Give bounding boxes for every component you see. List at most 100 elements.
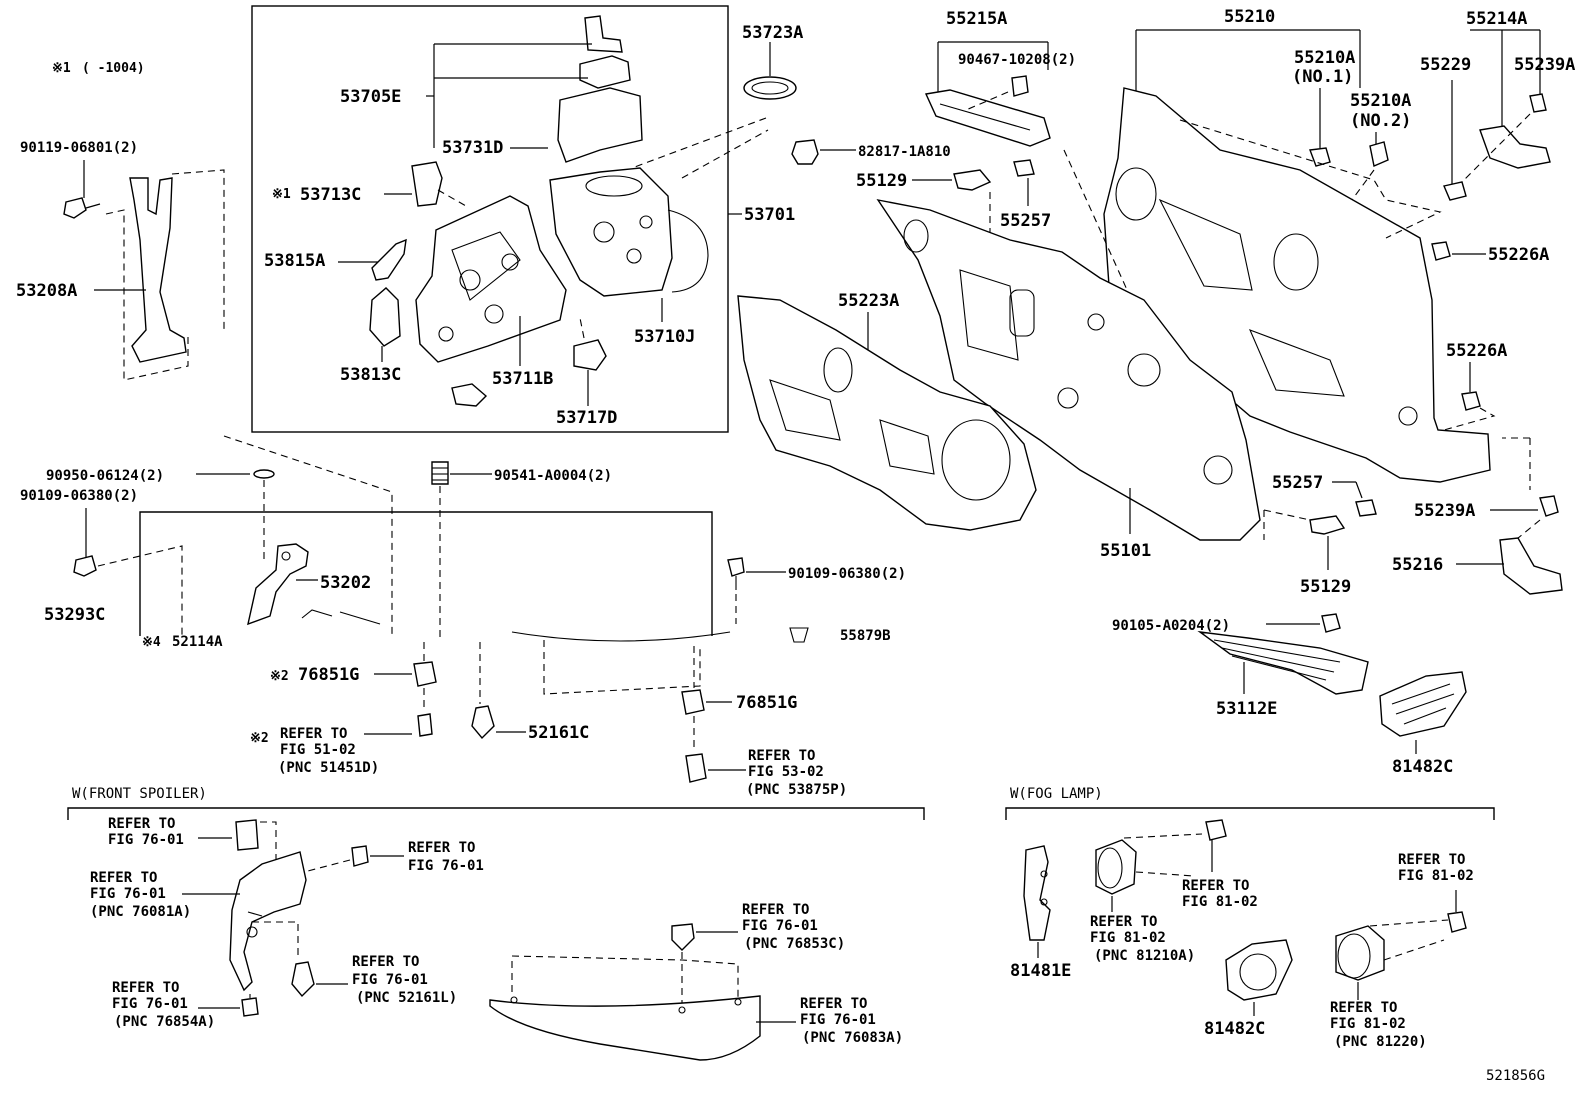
insulator-55223A xyxy=(737,295,1037,531)
screw-55210A-2 xyxy=(1369,141,1389,167)
label-90541: 90541-A0004(2) xyxy=(494,468,612,484)
refer-fl-b-line1: REFER TO xyxy=(1090,914,1157,930)
refer-fs-f-line3: (PNC 76853C) xyxy=(744,936,845,952)
bracket-53717D xyxy=(573,339,607,371)
label-55226A-1: 55226A xyxy=(1488,245,1549,265)
bracket-55216 xyxy=(1499,537,1563,595)
fog-lamp-frame xyxy=(1005,807,1495,820)
label-53112E: 53112E xyxy=(1216,699,1277,719)
bolt-90109-a xyxy=(73,555,97,577)
refer-fs-c-line3: (PNC 76081A) xyxy=(90,904,191,920)
clip-76851G-2 xyxy=(681,689,705,715)
gasket-53723A xyxy=(743,76,797,100)
clip-55257-a xyxy=(1013,159,1035,177)
label-90119: 90119-06801(2) xyxy=(20,140,138,156)
screw-55210A-1 xyxy=(1309,147,1331,167)
label-55223A: 55223A xyxy=(838,291,899,311)
bezel-81482C-2 xyxy=(1225,939,1293,1001)
brace-53208A xyxy=(129,177,187,363)
bumper-reinforcement-lower xyxy=(511,631,731,642)
label-55210A-2-no: (NO.2) xyxy=(1350,111,1411,131)
bolt-90119 xyxy=(63,197,87,219)
grommet-82817 xyxy=(791,139,819,165)
refer-fl-b-line3: (PNC 81210A) xyxy=(1094,948,1195,964)
label-53705E: 53705E xyxy=(340,87,401,107)
refer-fl-d-line2: FIG 81-02 xyxy=(1330,1016,1406,1032)
label-55101: 55101 xyxy=(1100,541,1151,561)
refer-fs-d-line2: FIG 76-01 xyxy=(112,996,188,1012)
bracket-55214A xyxy=(1479,125,1551,169)
label-53701: 53701 xyxy=(744,205,795,225)
label-81482C-2: 81482C xyxy=(1204,1019,1265,1039)
label-53293C: 53293C xyxy=(44,605,105,625)
label-53813C: 53813C xyxy=(340,365,401,385)
refer-fs-e-line2: FIG 76-01 xyxy=(352,972,428,988)
label-90109-b: 90109-06380(2) xyxy=(788,566,906,582)
refer-53-line2: FIG 53-02 xyxy=(748,764,824,780)
label-76851G-2: 76851G xyxy=(736,693,797,713)
grille-cover-81482C-1 xyxy=(1379,671,1467,737)
refer-fs-g-line1: REFER TO xyxy=(800,996,867,1012)
bracket-53202 xyxy=(247,543,309,626)
fog-lamp-fl-d xyxy=(1335,925,1385,981)
refer-fs-c-line1: REFER TO xyxy=(90,870,157,886)
label-55215A: 55215A xyxy=(946,9,1007,29)
label-55129-a: 55129 xyxy=(856,171,907,191)
label-52114A: 52114A xyxy=(172,634,223,650)
label-81482C-1: 81482C xyxy=(1392,757,1453,777)
refer-fs-a-line2: FIG 76-01 xyxy=(108,832,184,848)
clip-90467 xyxy=(1011,75,1029,97)
nut-90541 xyxy=(431,461,449,485)
refer-fs-e-line1: REFER TO xyxy=(352,954,419,970)
diagram-id: 521856G xyxy=(1486,1068,1545,1084)
marker-1-range: ( -1004) xyxy=(82,61,145,76)
label-55216: 55216 xyxy=(1392,555,1443,575)
label-90105: 90105-A0204(2) xyxy=(1112,618,1230,634)
label-81481E: 81481E xyxy=(1010,961,1071,981)
dash-panel-55101 xyxy=(876,198,1261,541)
refer-51-line1: REFER TO xyxy=(280,726,347,742)
label-55214A: 55214A xyxy=(1466,9,1527,29)
refer-fs-f-line2: FIG 76-01 xyxy=(742,918,818,934)
refer-fs-d-line1: REFER TO xyxy=(112,980,179,996)
refer-fs-c-line2: FIG 76-01 xyxy=(90,886,166,902)
bumper-reinforcement-frame xyxy=(139,511,713,636)
apron-assembly-frame xyxy=(251,5,729,433)
bracket-53815A xyxy=(371,238,407,281)
bracket-53705E-top xyxy=(584,15,623,53)
refer-fl-c-line2: FIG 81-02 xyxy=(1398,868,1474,884)
label-82817: 82817-1A810 xyxy=(858,144,951,160)
clip-76851G-1 xyxy=(413,661,437,687)
label-55129-b: 55129 xyxy=(1300,577,1351,597)
label-55210A-2: 55210A xyxy=(1350,91,1411,111)
label-53711B: 53711B xyxy=(492,369,553,389)
spoiler-center-fs xyxy=(489,995,761,1061)
refer-fs-b-line2: FIG 76-01 xyxy=(408,858,484,874)
bolt-fl-a xyxy=(1205,819,1227,841)
bolt-fl-c xyxy=(1447,911,1467,933)
clip-fs-a xyxy=(235,819,259,851)
grille-53112E xyxy=(1197,630,1369,695)
label-53717D: 53717D xyxy=(556,408,617,428)
label-55879: 55879B xyxy=(840,628,891,644)
label-53713C: 53713C xyxy=(300,185,361,205)
clip-55239A-1 xyxy=(1529,93,1547,113)
apron-53711B xyxy=(415,195,567,363)
label-55210A-1-no: (NO.1) xyxy=(1292,67,1353,87)
refer-fl-b-line2: FIG 81-02 xyxy=(1090,930,1166,946)
label-55257-a: 55257 xyxy=(1000,211,1051,231)
refer-fs-g-line2: FIG 76-01 xyxy=(800,1012,876,1028)
bracket-81481E xyxy=(1023,845,1051,941)
label-55210A-1: 55210A xyxy=(1294,48,1355,68)
bolt-refer-51 xyxy=(417,713,433,737)
clip-55239A-2 xyxy=(1539,495,1559,517)
refer-fl-d-line3: (PNC 81220) xyxy=(1334,1034,1427,1050)
clip-55229 xyxy=(1443,181,1467,201)
label-76851G-1: 76851G xyxy=(298,665,359,685)
refer-fl-a-line1: REFER TO xyxy=(1182,878,1249,894)
bracket-53731D xyxy=(557,87,643,163)
label-55226A-2: 55226A xyxy=(1446,341,1507,361)
refer-51-line3: (PNC 51451D) xyxy=(278,760,379,776)
label-55239A-2: 55239A xyxy=(1414,501,1475,521)
front-spoiler-frame xyxy=(67,807,925,820)
